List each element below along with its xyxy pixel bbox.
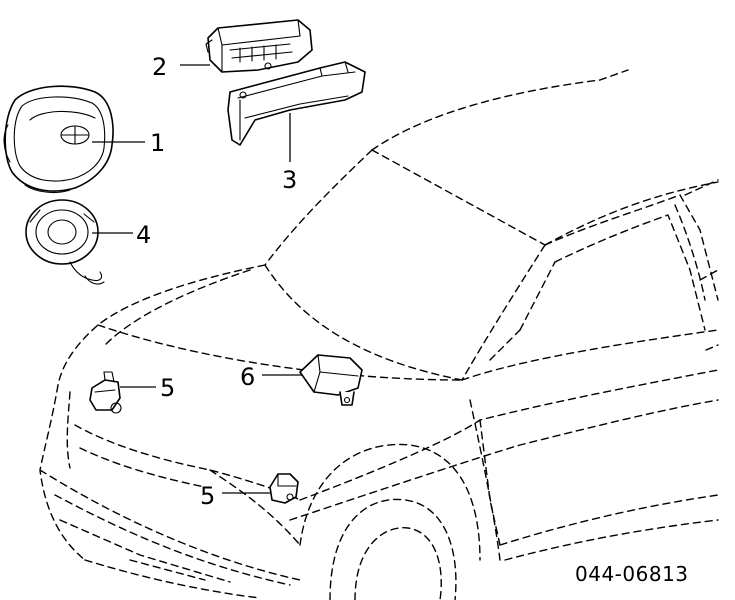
car-outline bbox=[39, 69, 719, 600]
reference-number: 044-06813 bbox=[575, 562, 689, 586]
spiral-cable-icon bbox=[25, 199, 105, 285]
side-sensor-icon bbox=[269, 473, 299, 504]
callout-5-front: 5 bbox=[160, 374, 175, 402]
callout-2: 2 bbox=[152, 53, 167, 81]
control-module-icon bbox=[299, 354, 363, 406]
callout-6: 6 bbox=[240, 363, 255, 391]
steering-wheel-airbag-icon bbox=[3, 85, 114, 194]
callout-3: 3 bbox=[282, 166, 297, 194]
passenger-airbag-icon bbox=[205, 19, 313, 73]
dashboard-panel-icon bbox=[227, 61, 366, 146]
callout-5-side: 5 bbox=[200, 482, 215, 510]
callout-4: 4 bbox=[136, 221, 151, 249]
callout-1: 1 bbox=[150, 129, 165, 157]
front-sensor-icon bbox=[89, 371, 122, 414]
